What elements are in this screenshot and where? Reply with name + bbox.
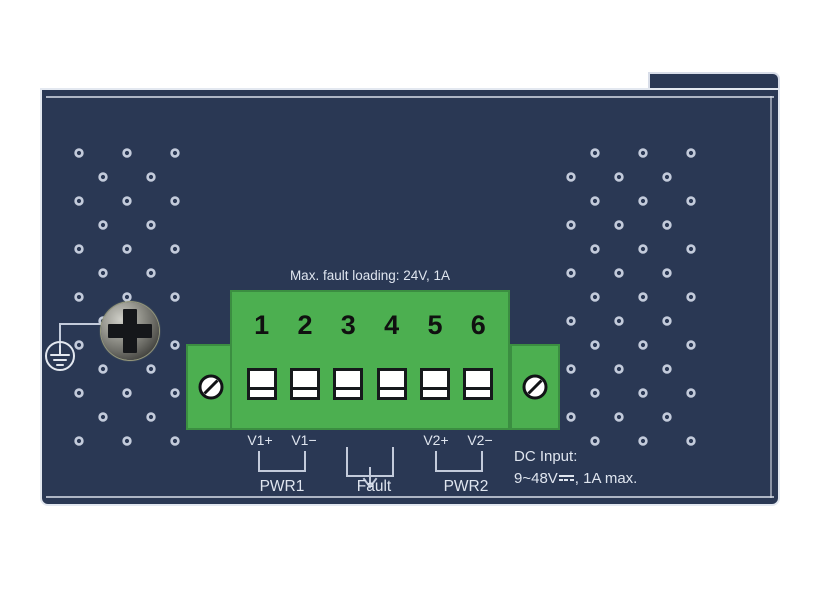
terminal-contact-2[interactable] [289, 368, 320, 400]
slotted-screw-icon-left[interactable] [198, 374, 224, 400]
terminal-contact-row [232, 368, 508, 400]
pin-label-5: V2+ [423, 432, 449, 448]
terminal-contact-4[interactable] [376, 368, 407, 400]
group-label-pwr2: PWR2 [443, 478, 489, 495]
dc-input-note: DC Input: 9~48V , 1A max. [514, 446, 637, 490]
terminal-block-wing-left [186, 344, 236, 430]
terminal-number-2: 2 [297, 310, 313, 340]
panel-inner-edge-top [46, 96, 774, 98]
terminal-contact-3[interactable] [333, 368, 364, 400]
ventilation-holes-left [66, 140, 191, 450]
dc-input-rating: 9~48V , 1A max. [514, 468, 637, 490]
terminal-number-5: 5 [427, 310, 443, 340]
terminal-number-row: 1 2 3 4 5 6 [232, 312, 508, 339]
panel-inner-edge-right [770, 96, 772, 498]
dc-input-voltage: 9~48V [514, 470, 558, 487]
ground-icon [45, 341, 75, 371]
terminal-block-wing-right [510, 344, 560, 430]
panel-inner-edge-bottom [46, 496, 774, 498]
dc-input-current: , 1A max. [574, 470, 638, 487]
terminal-number-3: 3 [340, 310, 356, 340]
pin-label-2: V1− [291, 432, 317, 448]
pin-label-row: V1+ V1− V2+ V2− [230, 432, 510, 448]
terminal-contact-6[interactable] [463, 368, 494, 400]
group-brackets [230, 447, 520, 504]
terminal-number-1: 1 [254, 310, 270, 340]
dc-current-icon [558, 473, 574, 484]
group-label-row: PWR1 Fault PWR2 [230, 478, 510, 502]
pin-label-6: V2− [467, 432, 493, 448]
terminal-number-6: 6 [470, 310, 486, 340]
phillips-screw-icon [101, 302, 159, 360]
group-label-fault: Fault [356, 478, 392, 495]
bracket-pwr1 [258, 451, 306, 472]
slotted-screw-icon-right[interactable] [522, 374, 548, 400]
fault-arrow-head [362, 477, 378, 489]
terminal-block: 1 2 3 4 5 6 [230, 290, 510, 430]
terminal-contact-1[interactable] [246, 368, 277, 400]
ventilation-holes-right [560, 140, 705, 450]
protective-earth-group [38, 300, 168, 380]
max-fault-loading-caption: Max. fault loading: 24V, 1A [289, 268, 451, 283]
pin-label-1: V1+ [247, 432, 273, 448]
bracket-pwr2 [435, 451, 483, 472]
screw-cross-horizontal [107, 324, 153, 338]
dc-input-title: DC Input: [514, 448, 578, 465]
terminal-number-4: 4 [384, 310, 400, 340]
group-label-pwr1: PWR1 [259, 478, 305, 495]
terminal-contact-5[interactable] [419, 368, 450, 400]
